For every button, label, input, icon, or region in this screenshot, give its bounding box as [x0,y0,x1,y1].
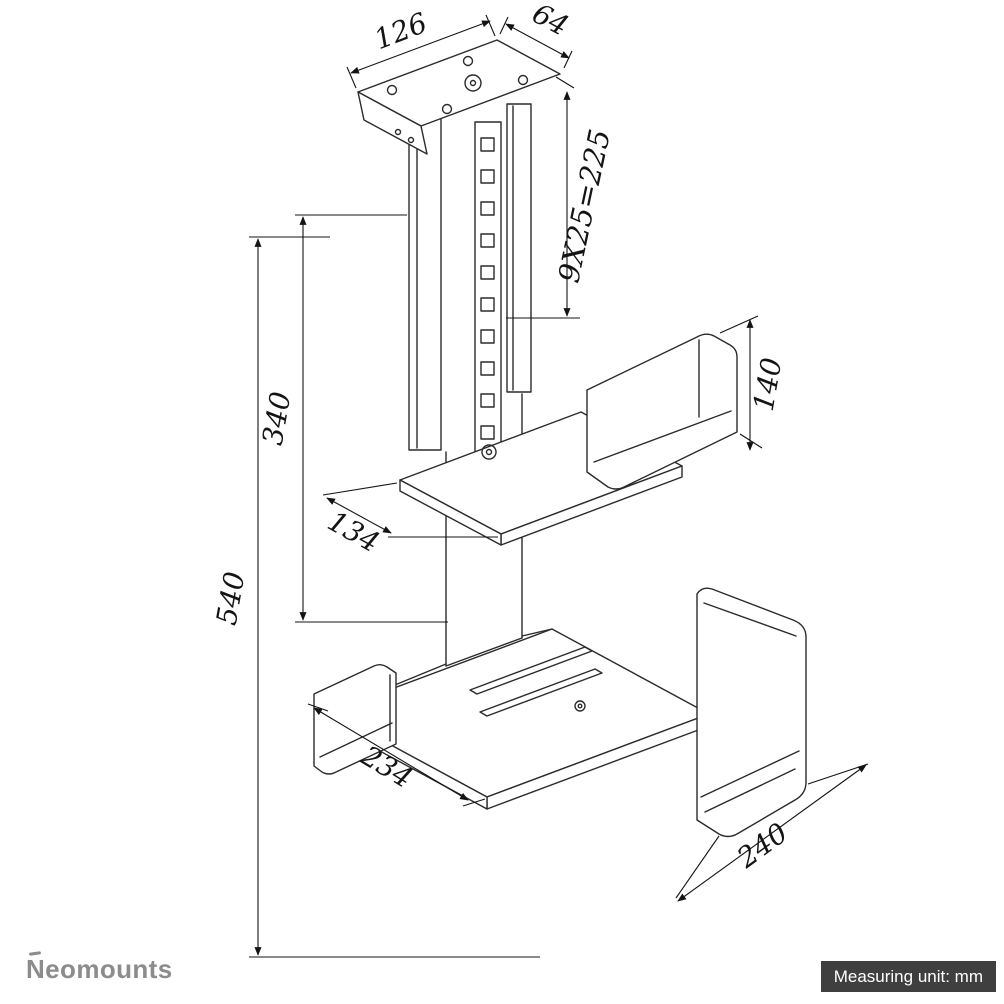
flange-hole [407,136,415,144]
plate-screw-hole [441,103,453,115]
measuring-unit-badge: Measuring unit: mm [820,961,996,992]
tray-screw [574,700,586,712]
column-right-rail [506,103,532,393]
shelf-thumbscrew [481,444,497,460]
brand-text: Neomounts [26,954,173,984]
plate-screw-hole [517,74,529,86]
flange-hole [394,128,402,136]
plate-center-hole [464,74,482,92]
dim-label-134: 134 [322,504,385,559]
dim-label-140: 140 [747,355,789,413]
tray-adjust-slot [469,646,593,695]
lower-right-bracket [696,587,807,838]
dim-label-340: 340 [256,389,298,447]
dim-label-126: 126 [370,6,432,56]
column-left-rail [408,115,442,451]
plate-screw-hole [386,84,398,96]
dim-label-540: 540 [210,569,252,627]
measuring-unit-text: Measuring unit: mm [833,967,983,986]
telescopic-column [389,103,553,688]
upper-clamp-bracket [586,333,738,490]
dim-label-9x25: 9X25=225 [551,126,617,285]
brand-logo: Neomounts [26,951,173,985]
dim-label-64: 64 [527,0,574,43]
dimension-total-height: 540 [210,236,540,958]
mount-plate [357,39,561,155]
tray-adjust-slot [479,668,603,717]
column-slot-strip [474,121,502,479]
